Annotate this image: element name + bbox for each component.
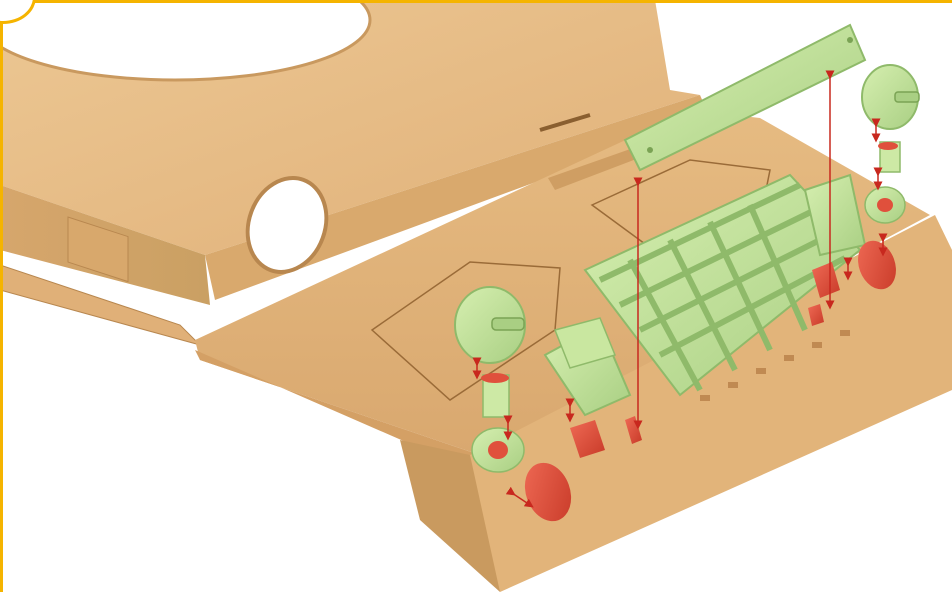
frame-border-left (0, 0, 3, 592)
frame-border-top (0, 0, 952, 3)
